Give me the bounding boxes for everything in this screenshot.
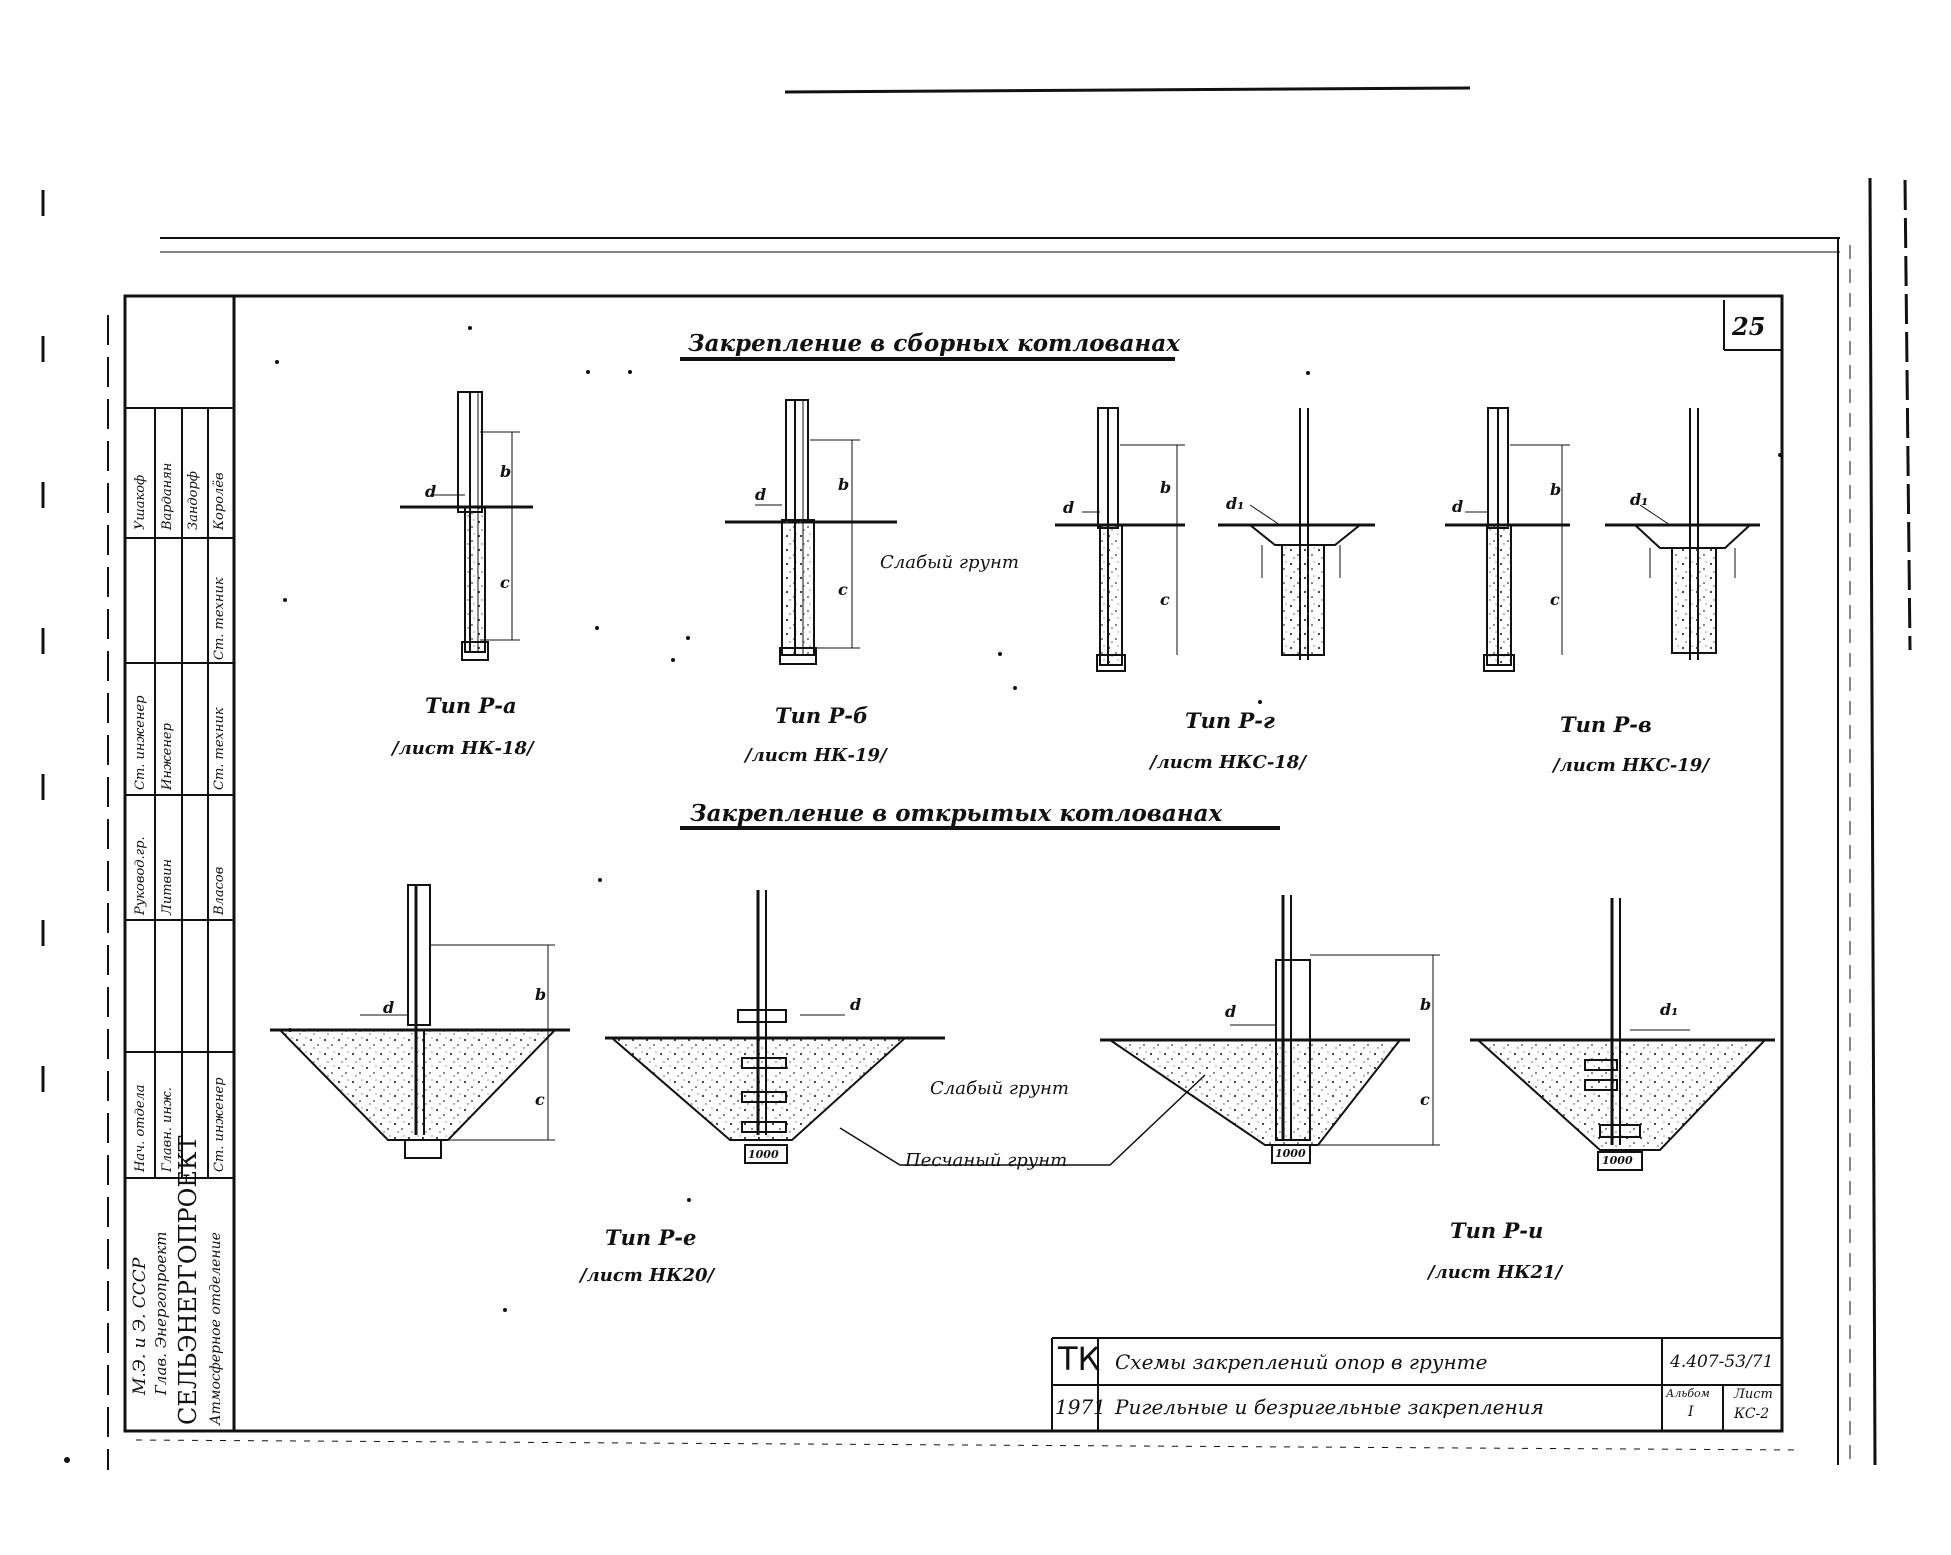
type-ref-r-e: /лист НК20/ (580, 1265, 715, 1286)
side-stamp-ministry: М.Э. и Э. СССР (130, 1257, 150, 1395)
leader-lines (839, 1074, 1206, 1166)
side-stamp-ministry-sub: Глав. Энергопроект (152, 1231, 170, 1396)
side-stamp-name: Ушакоф (133, 474, 148, 530)
title-block-album-value: I (1688, 1404, 1694, 1420)
title-block-album-label: Альбом (1666, 1387, 1710, 1400)
soil-label-weak-top: Слабый грунт (880, 552, 1019, 573)
title-block-subtitle: Ригельные и безригельные закрепления (1115, 1395, 1544, 1419)
title-block-sheet-value: КС-2 (1734, 1406, 1770, 1422)
side-stamp-name: Варданян (160, 462, 175, 530)
dim-b: b (500, 462, 512, 481)
dim-c: c (838, 580, 848, 599)
dim-c: c (1550, 590, 1560, 609)
dim-c: c (500, 573, 510, 592)
dim-b: b (1420, 995, 1432, 1014)
type-ref-r-a: /лист НК-18/ (392, 738, 534, 759)
dim-d: d (1063, 498, 1075, 517)
title-block-year: 1971 (1055, 1395, 1106, 1419)
heading-underlines (680, 357, 1280, 830)
side-stamp-role: Главн. инж. (160, 1087, 175, 1172)
dim-d: d (850, 995, 862, 1014)
type-label-r-a: Тип Р-а (425, 693, 517, 718)
figure-type-r-e-2 (605, 890, 945, 1164)
dim-dist: 1000 (748, 1148, 779, 1161)
side-stamp-name: Власов (212, 866, 227, 915)
dim-d: d (383, 998, 395, 1017)
dim-dist: 1000 (1602, 1154, 1633, 1167)
figure-type-r-b (725, 399, 897, 665)
type-label-r-g: Тип Р-г (1185, 708, 1275, 733)
side-stamp-role: Ст. инженер (133, 695, 148, 790)
dim-d: d (755, 485, 767, 504)
title-block-code: ТК (1058, 1340, 1101, 1378)
side-stamp-name: Зандорф (186, 471, 201, 530)
dim-b: b (1160, 478, 1172, 497)
heading-open-pits: Закрепление в открытых котлованах (690, 800, 1223, 827)
drawing-frame (123, 294, 1784, 1433)
dim-d1: d₁ (1226, 494, 1245, 513)
dim-b: b (535, 985, 547, 1004)
side-stamp-role: Ст. инженер (212, 1077, 227, 1172)
figure-type-r-a (400, 391, 533, 661)
scan-edges (41, 86, 1912, 1470)
soil-label-weak-bottom: Слабый грунт (930, 1078, 1069, 1099)
side-stamp-role: Инженер (160, 723, 175, 790)
title-block-title: Схемы закреплений опор в грунте (1115, 1350, 1488, 1374)
side-stamp-grid (125, 407, 234, 1179)
sheet-number: 25 (1732, 312, 1766, 341)
scan-specks (64, 326, 1782, 1463)
side-stamp-branch: Атмосферное отделение (208, 1232, 224, 1425)
type-ref-r-b: /лист НК-19/ (745, 745, 887, 766)
figure-type-r-v (1445, 407, 1760, 672)
dim-d1: d₁ (1660, 1000, 1679, 1019)
dim-c: c (1420, 1090, 1430, 1109)
side-stamp-role: Ст. техник (212, 577, 227, 660)
dim-c: c (535, 1090, 545, 1109)
side-stamp-name: Королёв (212, 472, 227, 530)
dim-d: d (425, 482, 437, 501)
dim-d1: d₁ (1630, 490, 1649, 509)
side-stamp-role: Руковод.гр. (133, 836, 148, 915)
soil-label-sandy: Песчаный грунт (905, 1150, 1068, 1171)
type-label-r-i: Тип Р-и (1450, 1218, 1544, 1243)
side-stamp-org: СЕЛЬЭНЕРГОПРОЕКТ (174, 1135, 202, 1425)
dim-d: d (1452, 497, 1464, 516)
heading-prefab-pits: Закрепление в сборных котлованах (688, 330, 1180, 357)
side-stamp-name: Литвин (160, 858, 175, 915)
figure-type-r-i (1100, 895, 1440, 1164)
type-ref-r-g: /лист НКС-18/ (1150, 752, 1306, 773)
side-stamp-role: Ст. техник (212, 707, 227, 790)
dim-b: b (838, 475, 850, 494)
type-ref-r-i: /лист НК21/ (1428, 1262, 1563, 1283)
type-label-r-v: Тип Р-в (1560, 712, 1652, 737)
type-label-r-b: Тип Р-б (775, 703, 869, 728)
dim-b: b (1550, 480, 1562, 499)
figure-type-r-i-2 (1470, 898, 1775, 1171)
dim-c: c (1160, 590, 1170, 609)
dim-d: d (1225, 1002, 1237, 1021)
side-stamp-role: Нач. отдела (133, 1084, 148, 1172)
dim-dist: 1000 (1275, 1147, 1306, 1160)
type-label-r-e: Тип Р-е (605, 1225, 697, 1250)
title-block-sheet-label: Лист (1734, 1387, 1773, 1402)
figure-type-r-e (270, 884, 570, 1159)
title-block-grid (1051, 1337, 1782, 1431)
title-block-doc-number: 4.407-53/71 (1670, 1352, 1774, 1372)
type-ref-r-v: /лист НКС-19/ (1553, 755, 1709, 776)
figure-type-r-g (1055, 407, 1375, 672)
